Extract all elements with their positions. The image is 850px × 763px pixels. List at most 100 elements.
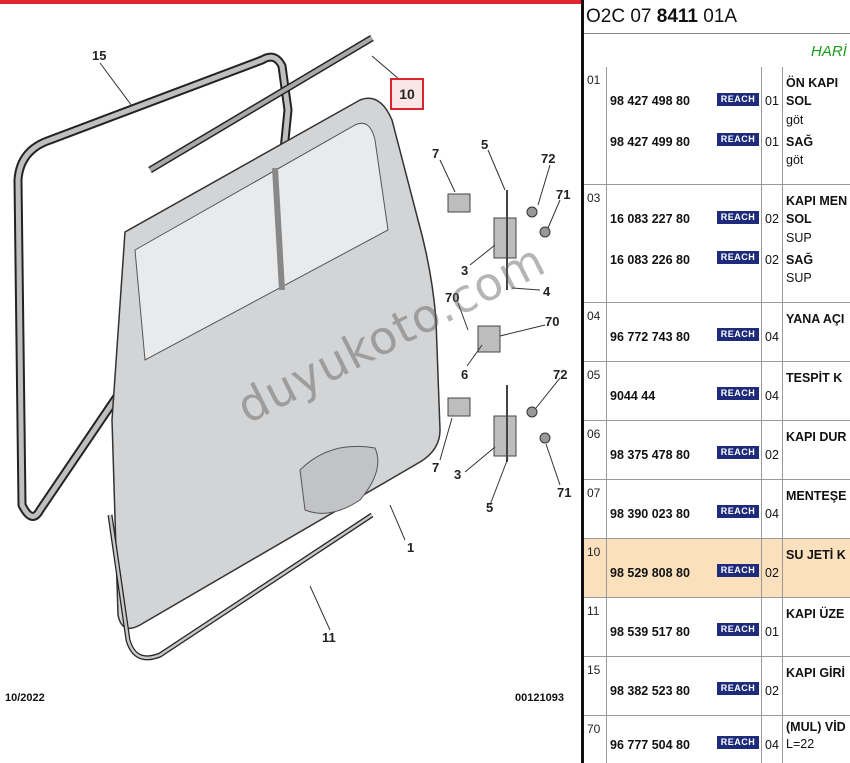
callout-70: 70 <box>445 290 460 305</box>
part-title: YANA AÇI <box>786 312 845 326</box>
quantity: 02 <box>765 212 779 226</box>
callout-72b: 72 <box>553 367 568 382</box>
sub-label: SUP <box>786 231 812 245</box>
row-index: 04 <box>587 309 601 323</box>
row-index: 11 <box>587 604 600 618</box>
door-exploded-diagram <box>13 34 561 661</box>
part-title: SU JETİ K <box>786 548 846 562</box>
quantity: 02 <box>765 448 779 462</box>
reach-badge: REACH <box>717 328 759 341</box>
reach-badge: REACH <box>717 93 759 106</box>
part-number[interactable]: 16 083 227 80 <box>610 212 690 226</box>
callout-71: 71 <box>556 187 571 202</box>
side-label: SAĞ <box>786 135 814 149</box>
callout-1: 1 <box>407 540 415 555</box>
table-row[interactable]: 05 9044 44 REACH 04 TESPİT K <box>584 362 850 421</box>
quantity: 02 <box>765 253 779 267</box>
drawing-id: 00121093 <box>515 692 564 704</box>
quantity: 01 <box>765 135 779 149</box>
row-index: 70 <box>587 722 601 736</box>
part-title: KAPI DUR <box>786 430 847 444</box>
quantity: 02 <box>765 684 779 698</box>
table-row[interactable]: 11 98 539 517 80 REACH 01 KAPI ÜZE <box>584 598 850 657</box>
table-row-highlighted[interactable]: 10 98 529 808 80 REACH 02 SU JETİ K <box>584 539 850 598</box>
part-number[interactable]: 96 777 504 80 <box>610 738 690 752</box>
row-index: 05 <box>587 368 601 382</box>
part-number[interactable]: 98 529 808 80 <box>610 566 690 580</box>
row-index: 07 <box>587 486 601 500</box>
callout-5: 5 <box>481 137 489 152</box>
row-index: 15 <box>587 663 601 677</box>
top-accent-bar <box>0 0 581 4</box>
reach-badge: REACH <box>717 623 759 636</box>
callout-71b: 71 <box>557 485 572 500</box>
quantity: 01 <box>765 94 779 108</box>
table-row[interactable]: 70 96 777 504 80 REACH 04 (MUL) VİD L=22 <box>584 716 850 763</box>
diagram-date: 10/2022 <box>5 692 45 704</box>
part-number[interactable]: 98 539 517 80 <box>610 625 690 639</box>
side-label: SOL <box>786 94 812 108</box>
sub-label: SUP <box>786 271 812 285</box>
reference-number: O2C 07 8411 01A <box>586 6 737 28</box>
part-number[interactable]: 98 390 023 80 <box>610 507 690 521</box>
part-title: KAPI MEN <box>786 194 848 208</box>
table-row[interactable]: 03 16 083 227 80 REACH 02 KAPI MEN SOL S… <box>584 185 850 303</box>
ref-prefix: O2C 07 <box>586 6 657 27</box>
reach-badge: REACH <box>717 682 759 695</box>
sub-label: L=22 <box>786 737 815 751</box>
part-title: TESPİT K <box>786 371 843 385</box>
quantity: 02 <box>765 566 779 580</box>
sub-label: göt <box>786 113 804 127</box>
reach-badge: REACH <box>717 211 759 224</box>
part-title: ÖN KAPI <box>786 76 839 90</box>
part-number[interactable]: 98 375 478 80 <box>610 448 690 462</box>
callout-7: 7 <box>432 146 440 161</box>
part-title: (MUL) VİD <box>786 720 846 734</box>
row-index: 01 <box>587 73 601 87</box>
part-number[interactable]: 98 427 499 80 <box>610 135 690 149</box>
part-number[interactable]: 96 772 743 80 <box>610 330 690 344</box>
reach-badge: REACH <box>717 505 759 518</box>
reach-badge: REACH <box>717 251 759 264</box>
part-number[interactable]: 98 382 523 80 <box>610 684 690 698</box>
callout-11: 11 <box>322 630 336 645</box>
callout-3: 3 <box>461 263 469 278</box>
ref-suffix: 01A <box>698 6 738 27</box>
reach-badge: REACH <box>717 387 759 400</box>
callout-10-highlighted: 10 <box>390 78 424 110</box>
part-number[interactable]: 16 083 226 80 <box>610 253 690 267</box>
table-row[interactable]: 06 98 375 478 80 REACH 02 KAPI DUR <box>584 421 850 480</box>
table-row[interactable]: 15 98 382 523 80 REACH 02 KAPI GİRİ <box>584 657 850 716</box>
header-text: HARİ <box>811 43 847 60</box>
quantity: 04 <box>765 738 779 752</box>
callout-4: 4 <box>543 284 551 299</box>
callout-15: 15 <box>92 48 107 63</box>
row-index: 10 <box>587 545 601 559</box>
part-number[interactable]: 98 427 498 80 <box>610 94 690 108</box>
side-label: SAĞ <box>786 253 814 267</box>
table-row[interactable]: 01 98 427 498 80 REACH 01 ÖN KAPI SOL gö… <box>584 67 850 185</box>
quantity: 01 <box>765 625 779 639</box>
reach-badge: REACH <box>717 133 759 146</box>
reach-badge: REACH <box>717 564 759 577</box>
callout-6: 6 <box>461 367 469 382</box>
part-title: KAPI GİRİ <box>786 666 846 680</box>
side-label: SOL <box>786 212 812 226</box>
reach-badge: REACH <box>717 446 759 459</box>
callout-5b: 5 <box>486 500 494 515</box>
part-number[interactable]: 9044 44 <box>610 389 656 403</box>
row-index: 06 <box>587 427 601 441</box>
callout-72: 72 <box>541 151 556 166</box>
table-row[interactable]: 07 98 390 023 80 REACH 04 MENTEŞE <box>584 480 850 539</box>
part-title: MENTEŞE <box>786 489 847 503</box>
sub-label: göt <box>786 153 804 167</box>
part-title: KAPI ÜZE <box>786 607 845 621</box>
parts-table: O2C 07 8411 01A HARİ 01 98 427 498 80 RE… <box>581 0 850 763</box>
quantity: 04 <box>765 389 779 403</box>
quantity: 04 <box>765 330 779 344</box>
quantity: 04 <box>765 507 779 521</box>
table-divider <box>581 0 584 763</box>
table-row[interactable]: 04 96 772 743 80 REACH 04 YANA AÇI <box>584 303 850 362</box>
table-header: HARİ <box>584 33 850 69</box>
row-index: 03 <box>587 191 601 205</box>
